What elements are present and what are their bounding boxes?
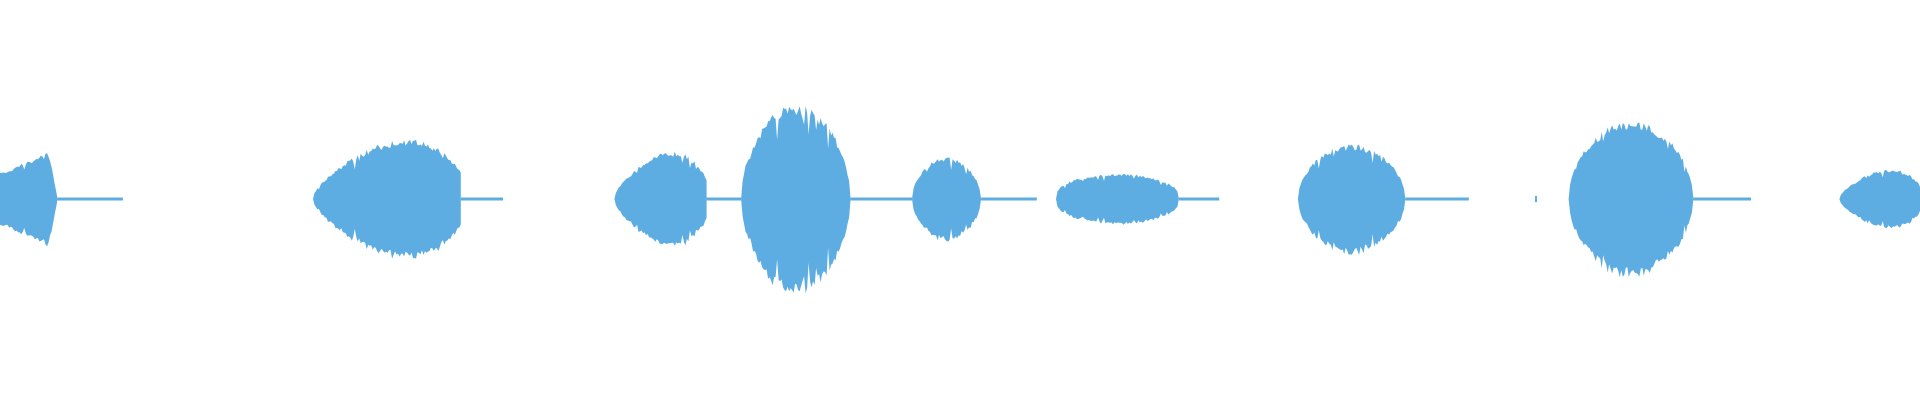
waveform-tail-8 [1693, 197, 1751, 201]
waveform-tail-1 [57, 197, 123, 201]
waveform-segment-7 [1297, 144, 1406, 255]
waveform-tail-4 [850, 197, 912, 201]
waveform-tail-2 [460, 197, 503, 201]
waveform-segment-4 [741, 106, 851, 294]
waveform-blip-1 [1535, 196, 1537, 202]
waveform-segment-6 [1056, 173, 1179, 225]
waveform-segment-2 [313, 139, 461, 259]
waveform-segments [0, 106, 1920, 294]
waveform-segment-5 [912, 157, 982, 242]
waveform-segment-9 [1839, 169, 1920, 228]
waveform-tail-3 [706, 197, 742, 201]
waveform-segment-1 [0, 153, 58, 247]
waveform-segment-8 [1568, 122, 1694, 278]
waveform-tail-7 [1405, 197, 1469, 201]
waveform-segment-3 [614, 151, 707, 246]
waveform-tail-5 [981, 197, 1037, 201]
waveform-tail-6 [1178, 197, 1220, 201]
